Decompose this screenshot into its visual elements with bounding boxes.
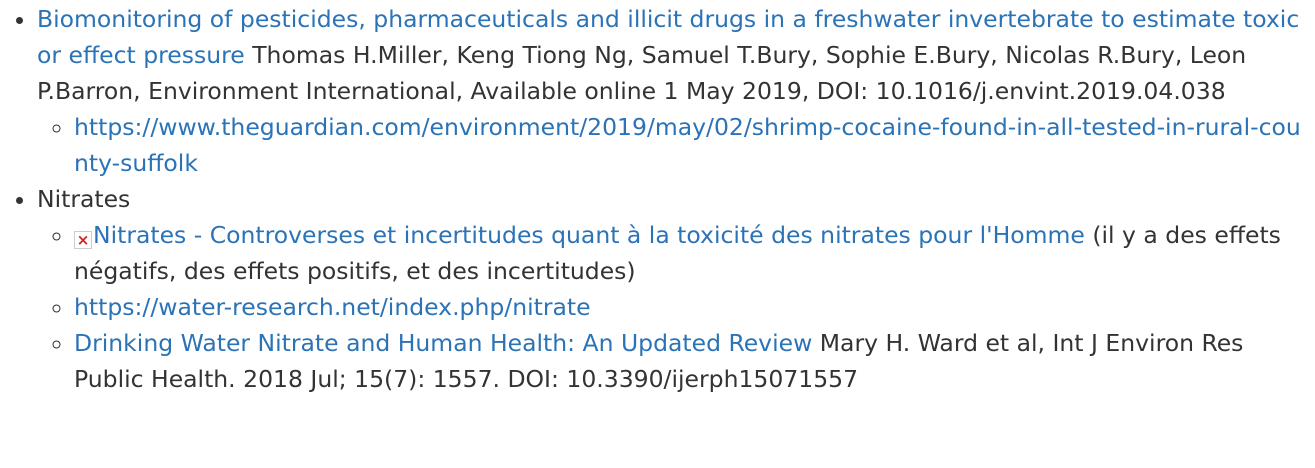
- list-item-guardian-article: https://www.theguardian.com/environment/…: [74, 109, 1315, 181]
- nitrates-sublist: ×Nitrates - Controverses et incertitudes…: [37, 217, 1315, 397]
- list-item-water-research: https://water-research.net/index.php/nit…: [74, 289, 1315, 325]
- nitrates-heading: Nitrates: [37, 185, 131, 213]
- list-item-drinking-water-review: Drinking Water Nitrate and Human Health:…: [74, 325, 1315, 397]
- reference-list: Biomonitoring of pesticides, pharmaceuti…: [0, 1, 1315, 397]
- list-item-nitrates-controverses: ×Nitrates - Controverses et incertitudes…: [74, 217, 1315, 289]
- nitrates-controverses-note: (il y a des effets négatifs, des effets …: [74, 221, 1281, 285]
- biomonitoring-citation: Thomas H.Miller, Keng Tiong Ng, Samuel T…: [37, 41, 1247, 105]
- nitrates-controverses-link[interactable]: Nitrates - Controverses et incertitudes …: [93, 221, 1085, 249]
- biomonitoring-paper-link[interactable]: Biomonitoring of pesticides, pharmaceuti…: [37, 5, 1300, 69]
- water-research-link[interactable]: https://water-research.net/index.php/nit…: [74, 293, 591, 321]
- biomonitoring-sublist: https://www.theguardian.com/environment/…: [37, 109, 1315, 181]
- broken-image-icon: ×: [74, 231, 92, 249]
- list-item-nitrates: Nitrates ×Nitrates - Controverses et inc…: [37, 181, 1315, 397]
- guardian-article-link[interactable]: https://www.theguardian.com/environment/…: [74, 113, 1301, 177]
- list-item-biomonitoring: Biomonitoring of pesticides, pharmaceuti…: [37, 1, 1315, 181]
- drinking-water-review-link[interactable]: Drinking Water Nitrate and Human Health:…: [74, 329, 813, 357]
- drinking-water-citation: Mary H. Ward et al, Int J Environ Res Pu…: [74, 329, 1244, 393]
